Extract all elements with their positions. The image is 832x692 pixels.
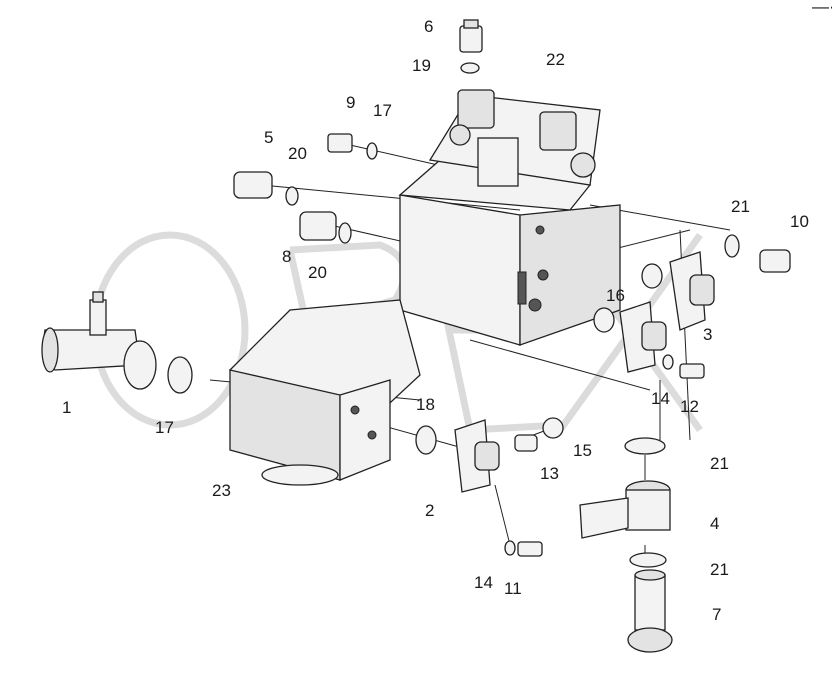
part-19-o-ring-top [460,62,480,74]
callout-20-right: 21 [731,197,750,216]
part-4-elbow-fitting [579,480,671,539]
callout-8: 8 [282,247,291,266]
callout-10: 10 [790,212,809,231]
part-3-flange-upper [669,251,715,331]
callout-12: 12 [680,397,699,416]
part-6-fitting [459,19,483,53]
part-23-pump [228,299,421,486]
part-16-seal-lower [593,307,615,333]
callout-13: 13 [540,464,559,483]
callout-21-lower: 21 [710,560,729,579]
part-12-bolt [679,363,705,379]
callout-21-upper: 21 [710,454,729,473]
part-21-o-ring-upper [624,437,666,455]
callout-19-top: 19 [412,56,431,75]
callout-3: 3 [703,325,712,344]
part-21-o-ring-lower [629,552,667,568]
part-2-flange [454,419,500,493]
part-10-plug [759,249,791,273]
part-18-o-ring [366,142,378,160]
callout-19-left: 20 [288,144,307,163]
callout-15: 15 [573,441,592,460]
callout-1: 1 [62,398,71,417]
callout-17-left: 17 [155,418,174,437]
part-22-valve-block [398,89,621,346]
callout-20-left: 20 [308,263,327,282]
callout-16: 16 [606,286,625,305]
part-7-banjo-bolt [627,569,673,653]
part-5-fitting [233,171,273,199]
part-20-o-ring-left [338,222,352,244]
part-9-fitting [327,133,353,153]
callout-17-center: 18 [416,395,435,414]
callout-14-lower: 14 [474,573,493,592]
part-19-o-ring-left [285,186,299,206]
callout-18: 17 [373,101,392,120]
part-14-washer-upper [662,354,674,370]
callout-labels: 6 19 22 9 17 5 20 21 10 8 20 16 3 1 17 1… [62,17,809,624]
part-3-flange-lower [619,301,667,373]
callout-14-upper: 14 [651,389,670,408]
callout-22: 22 [546,50,565,69]
corner-mark: —·— [812,0,832,16]
callout-5: 5 [264,128,273,147]
part-16-seal-upper [641,263,663,289]
callout-7: 7 [712,605,721,624]
callout-4: 4 [710,514,719,533]
callout-11: 11 [504,579,522,598]
part-17-seal-ring-center [415,425,437,455]
callout-2: 2 [425,501,434,520]
part-8-fitting [299,211,337,241]
callout-6: 6 [424,17,433,36]
part-14-washer-lower [504,540,516,556]
part-11-bolt [517,541,543,557]
part-17-seal-ring-left [123,340,193,394]
part-20-o-ring-right [724,234,740,258]
part-15-nut [542,417,564,439]
part-13-bolt [514,434,538,452]
part-1-pipe-elbow [41,291,141,373]
callout-9: 9 [346,93,355,112]
callout-23: 23 [212,481,231,500]
